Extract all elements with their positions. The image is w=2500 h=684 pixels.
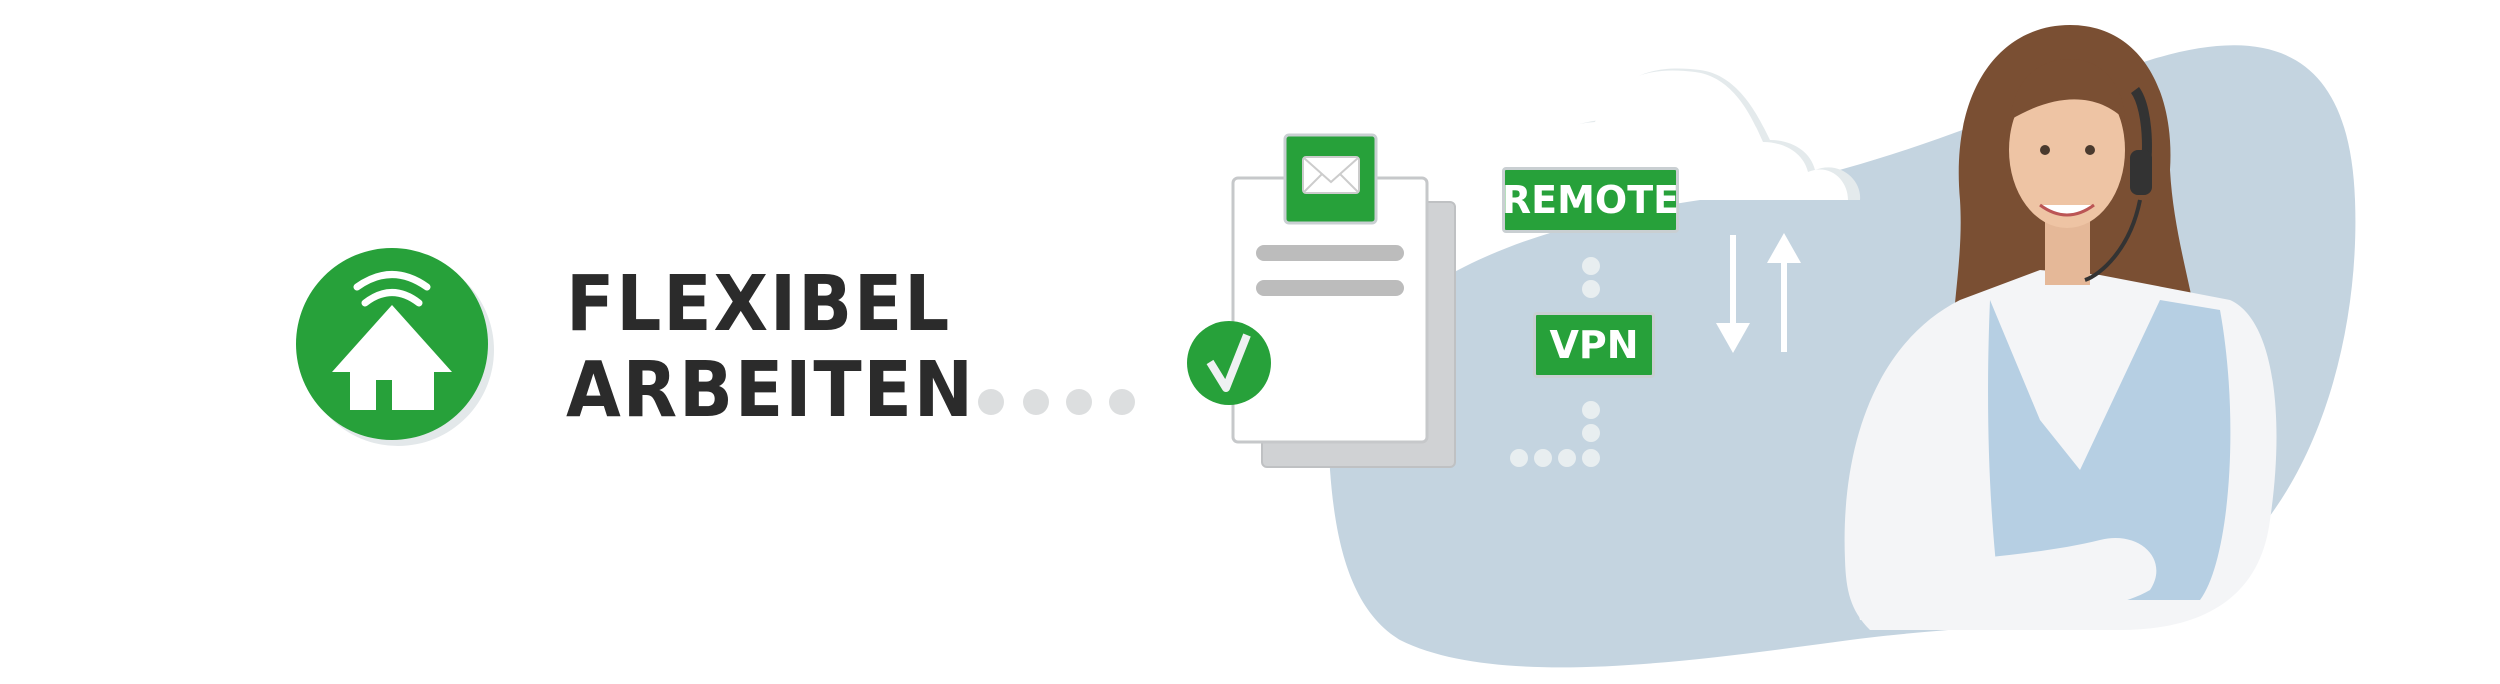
remote-tag: REMOTE	[1502, 167, 1679, 233]
headline-line-1: FLEXIBEL	[566, 260, 952, 349]
support-agent-photo	[1844, 25, 2277, 630]
home-wifi-icon	[296, 248, 494, 446]
network-dots	[1510, 257, 1600, 467]
connector-dots	[978, 389, 1135, 415]
checkmark-icon	[1187, 321, 1271, 405]
headline-line-2: ARBEITEN	[566, 346, 975, 435]
vpn-tag: VPN	[1533, 312, 1655, 378]
mail-icon	[1283, 133, 1378, 225]
up-down-arrows-icon	[1716, 233, 1801, 353]
